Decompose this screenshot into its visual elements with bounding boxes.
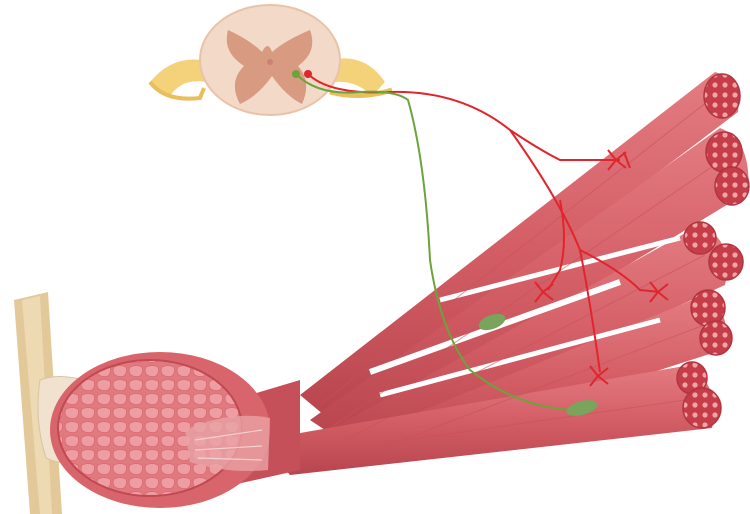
- muscle-belly-cross-section: [50, 352, 270, 508]
- muscle-fascicles: [260, 72, 748, 475]
- spinal-cord-cross-section-icon: [150, 5, 392, 115]
